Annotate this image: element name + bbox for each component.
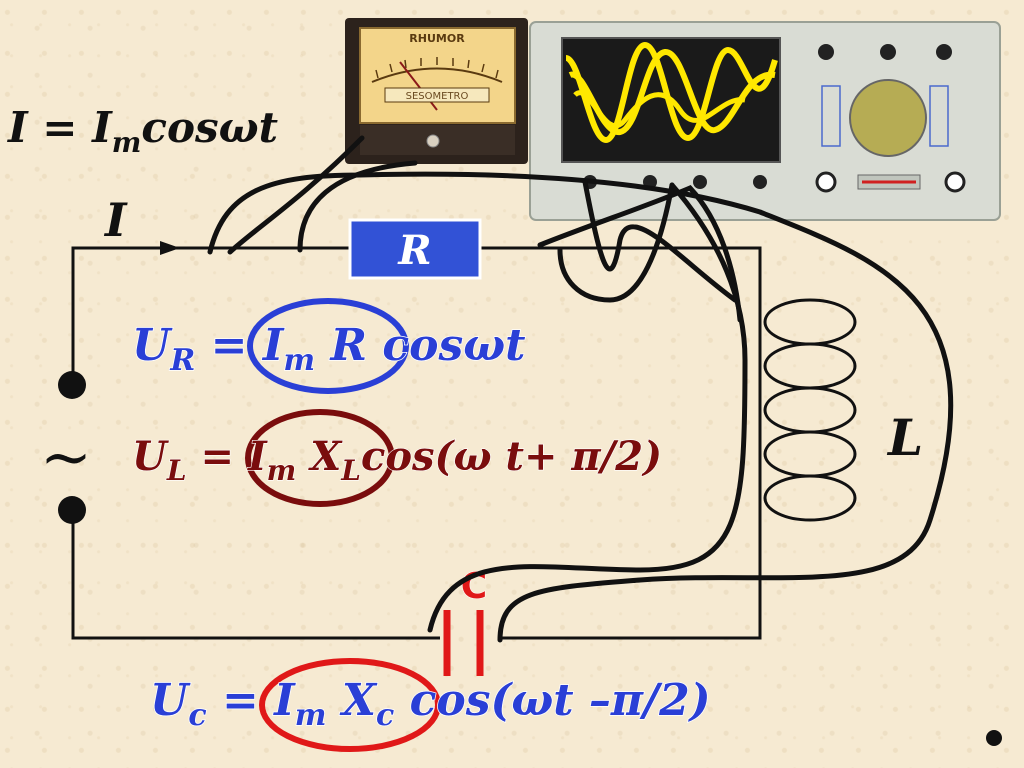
current-label: I bbox=[103, 193, 128, 247]
ammeter-ticks bbox=[375, 57, 499, 79]
oscilloscope-trace-3 bbox=[573, 90, 746, 129]
ammeter-scale-box bbox=[384, 87, 490, 103]
ammeter: RHUMOR SESOMETRO bbox=[345, 18, 528, 164]
inductor-label: L bbox=[886, 408, 923, 467]
source-symbol: ~ bbox=[40, 420, 92, 493]
oscilloscope-panel-left bbox=[821, 85, 841, 147]
uc-highlight-ellipse bbox=[259, 658, 441, 752]
ur-highlight-ellipse bbox=[247, 298, 409, 394]
oscilloscope-dial bbox=[849, 79, 927, 157]
ammeter-brand: RHUMOR bbox=[409, 32, 465, 45]
corner-dot bbox=[986, 730, 1002, 746]
circuit-wires bbox=[71, 246, 762, 640]
formula-ur: UR = Im R cosωt bbox=[132, 320, 526, 378]
formula-ul: UL = Im XLcos(ω t+ π/2) bbox=[132, 433, 662, 487]
oscilloscope-trace-1 bbox=[564, 41, 778, 144]
formula-current: I = Imcosωt bbox=[7, 103, 278, 159]
ammeter-scale-label: SESOMETRO bbox=[406, 91, 469, 102]
formula-uc: Uc = Im Xc cos(ωt –π/2) bbox=[150, 675, 711, 733]
current-arrow bbox=[160, 241, 180, 255]
source-terminal-bottom bbox=[58, 496, 86, 524]
inductor-coil bbox=[763, 298, 857, 522]
ammeter-face bbox=[359, 27, 516, 124]
probe-cables bbox=[207, 135, 954, 643]
source-terminal-top bbox=[58, 371, 86, 399]
capacitor bbox=[443, 610, 484, 676]
ul-highlight-ellipse bbox=[245, 409, 395, 507]
oscilloscope bbox=[529, 21, 1001, 221]
oscilloscope-panel-right bbox=[929, 85, 949, 147]
resistor bbox=[348, 218, 482, 280]
resistor-label: R bbox=[397, 227, 431, 274]
ammeter-knob bbox=[426, 134, 440, 148]
ammeter-scale-arc bbox=[371, 67, 503, 83]
